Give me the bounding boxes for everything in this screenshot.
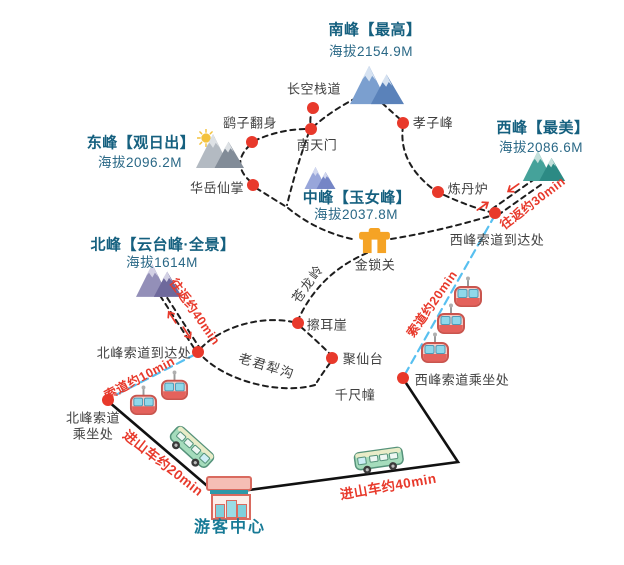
- label-jinsuoguan: 金锁关: [354, 257, 396, 273]
- peak-south-title: 南峰【最高】: [328, 21, 422, 39]
- waypoint-dot-yaozi-fanshen: [246, 136, 258, 148]
- window-icon: [237, 504, 247, 518]
- waypoint-dot-west-cable-top: [489, 207, 501, 219]
- label-west-cable-base: 西峰索道乘坐处: [414, 372, 510, 388]
- waypoint-dot-caerya: [292, 317, 304, 329]
- waypoint-dot-changkong-zhandao: [307, 102, 319, 114]
- waypoint-dot-nantianmen: [305, 123, 317, 135]
- label-xiaozifeng: 孝子峰: [412, 115, 454, 131]
- peak-east-title: 东峰【观日出】: [86, 134, 196, 152]
- label-liandanlu: 炼丹炉: [447, 181, 489, 197]
- visitor-center-icon: [206, 476, 252, 520]
- cableway-lines: [108, 213, 497, 400]
- cable-car-icon: [436, 303, 466, 335]
- label-qianchichuang: 千尺幢: [334, 387, 376, 403]
- cable-car-icon: [420, 332, 450, 364]
- peak-north-title: 北峰【云台峰·全景】: [90, 236, 236, 254]
- waypoint-dot-liandanlu: [432, 186, 444, 198]
- label-north-cable-base-line1: 北峰索道: [65, 410, 121, 426]
- peak-south-elevation: 海拔2154.9M: [328, 44, 414, 59]
- mountain-icon-east-peak: [196, 131, 244, 171]
- window-icon: [215, 504, 225, 518]
- label-changkong-zhandao: 长空栈道: [286, 81, 342, 97]
- mountain-icon-south-peak: [350, 63, 404, 107]
- label-visitor-center: 游客中心: [193, 519, 267, 536]
- label-juxiantai: 聚仙台: [342, 351, 384, 367]
- label-north-cable-top: 北峰索道到达处: [96, 345, 192, 361]
- waypoint-dot-huayue-xianzhang: [247, 179, 259, 191]
- door-icon: [225, 500, 237, 518]
- label-north-cable-base: 北峰索道 乘坐处: [66, 410, 120, 441]
- label-west-cable-top: 西峰索道到达处: [449, 232, 545, 248]
- visitor-center-awning: [206, 476, 252, 491]
- peak-west-elevation: 海拔2086.6M: [498, 140, 584, 155]
- waypoint-dot-north-cable-base: [102, 394, 114, 406]
- peak-west-title: 西峰【最美】: [496, 119, 590, 137]
- direction-arrow-icons: [167, 183, 520, 340]
- peak-east-elevation: 海拔2096.2M: [97, 155, 183, 170]
- visitor-center-facade: [211, 494, 251, 520]
- peak-middle-elevation: 海拔2037.8M: [313, 207, 399, 222]
- waypoint-dot-juxiantai: [326, 352, 338, 364]
- peak-north-elevation: 海拔1614M: [126, 255, 198, 270]
- label-yaozi-fanshen: 鹞子翻身: [222, 115, 278, 131]
- label-caerya: 擦耳崖: [306, 317, 348, 333]
- waypoint-dot-xiaozifeng: [397, 117, 409, 129]
- label-huayue-xianzhang: 华岳仙掌: [189, 180, 245, 196]
- peak-middle-title: 中峰【玉女峰】: [302, 189, 412, 207]
- waypoint-dot-north-cable-top: [192, 346, 204, 358]
- jinsuoguan-gate-icon: [356, 228, 393, 255]
- label-nantianmen: 南天门: [296, 137, 338, 153]
- cable-car-icon: [160, 370, 189, 401]
- summit-walk-double-trails: [158, 177, 543, 351]
- visitor-center-band: [210, 490, 248, 494]
- label-north-cable-base-line2: 乘坐处: [72, 426, 114, 441]
- shuttle-road-lines: [107, 378, 461, 493]
- waypoint-dot-west-cable-base: [397, 372, 409, 384]
